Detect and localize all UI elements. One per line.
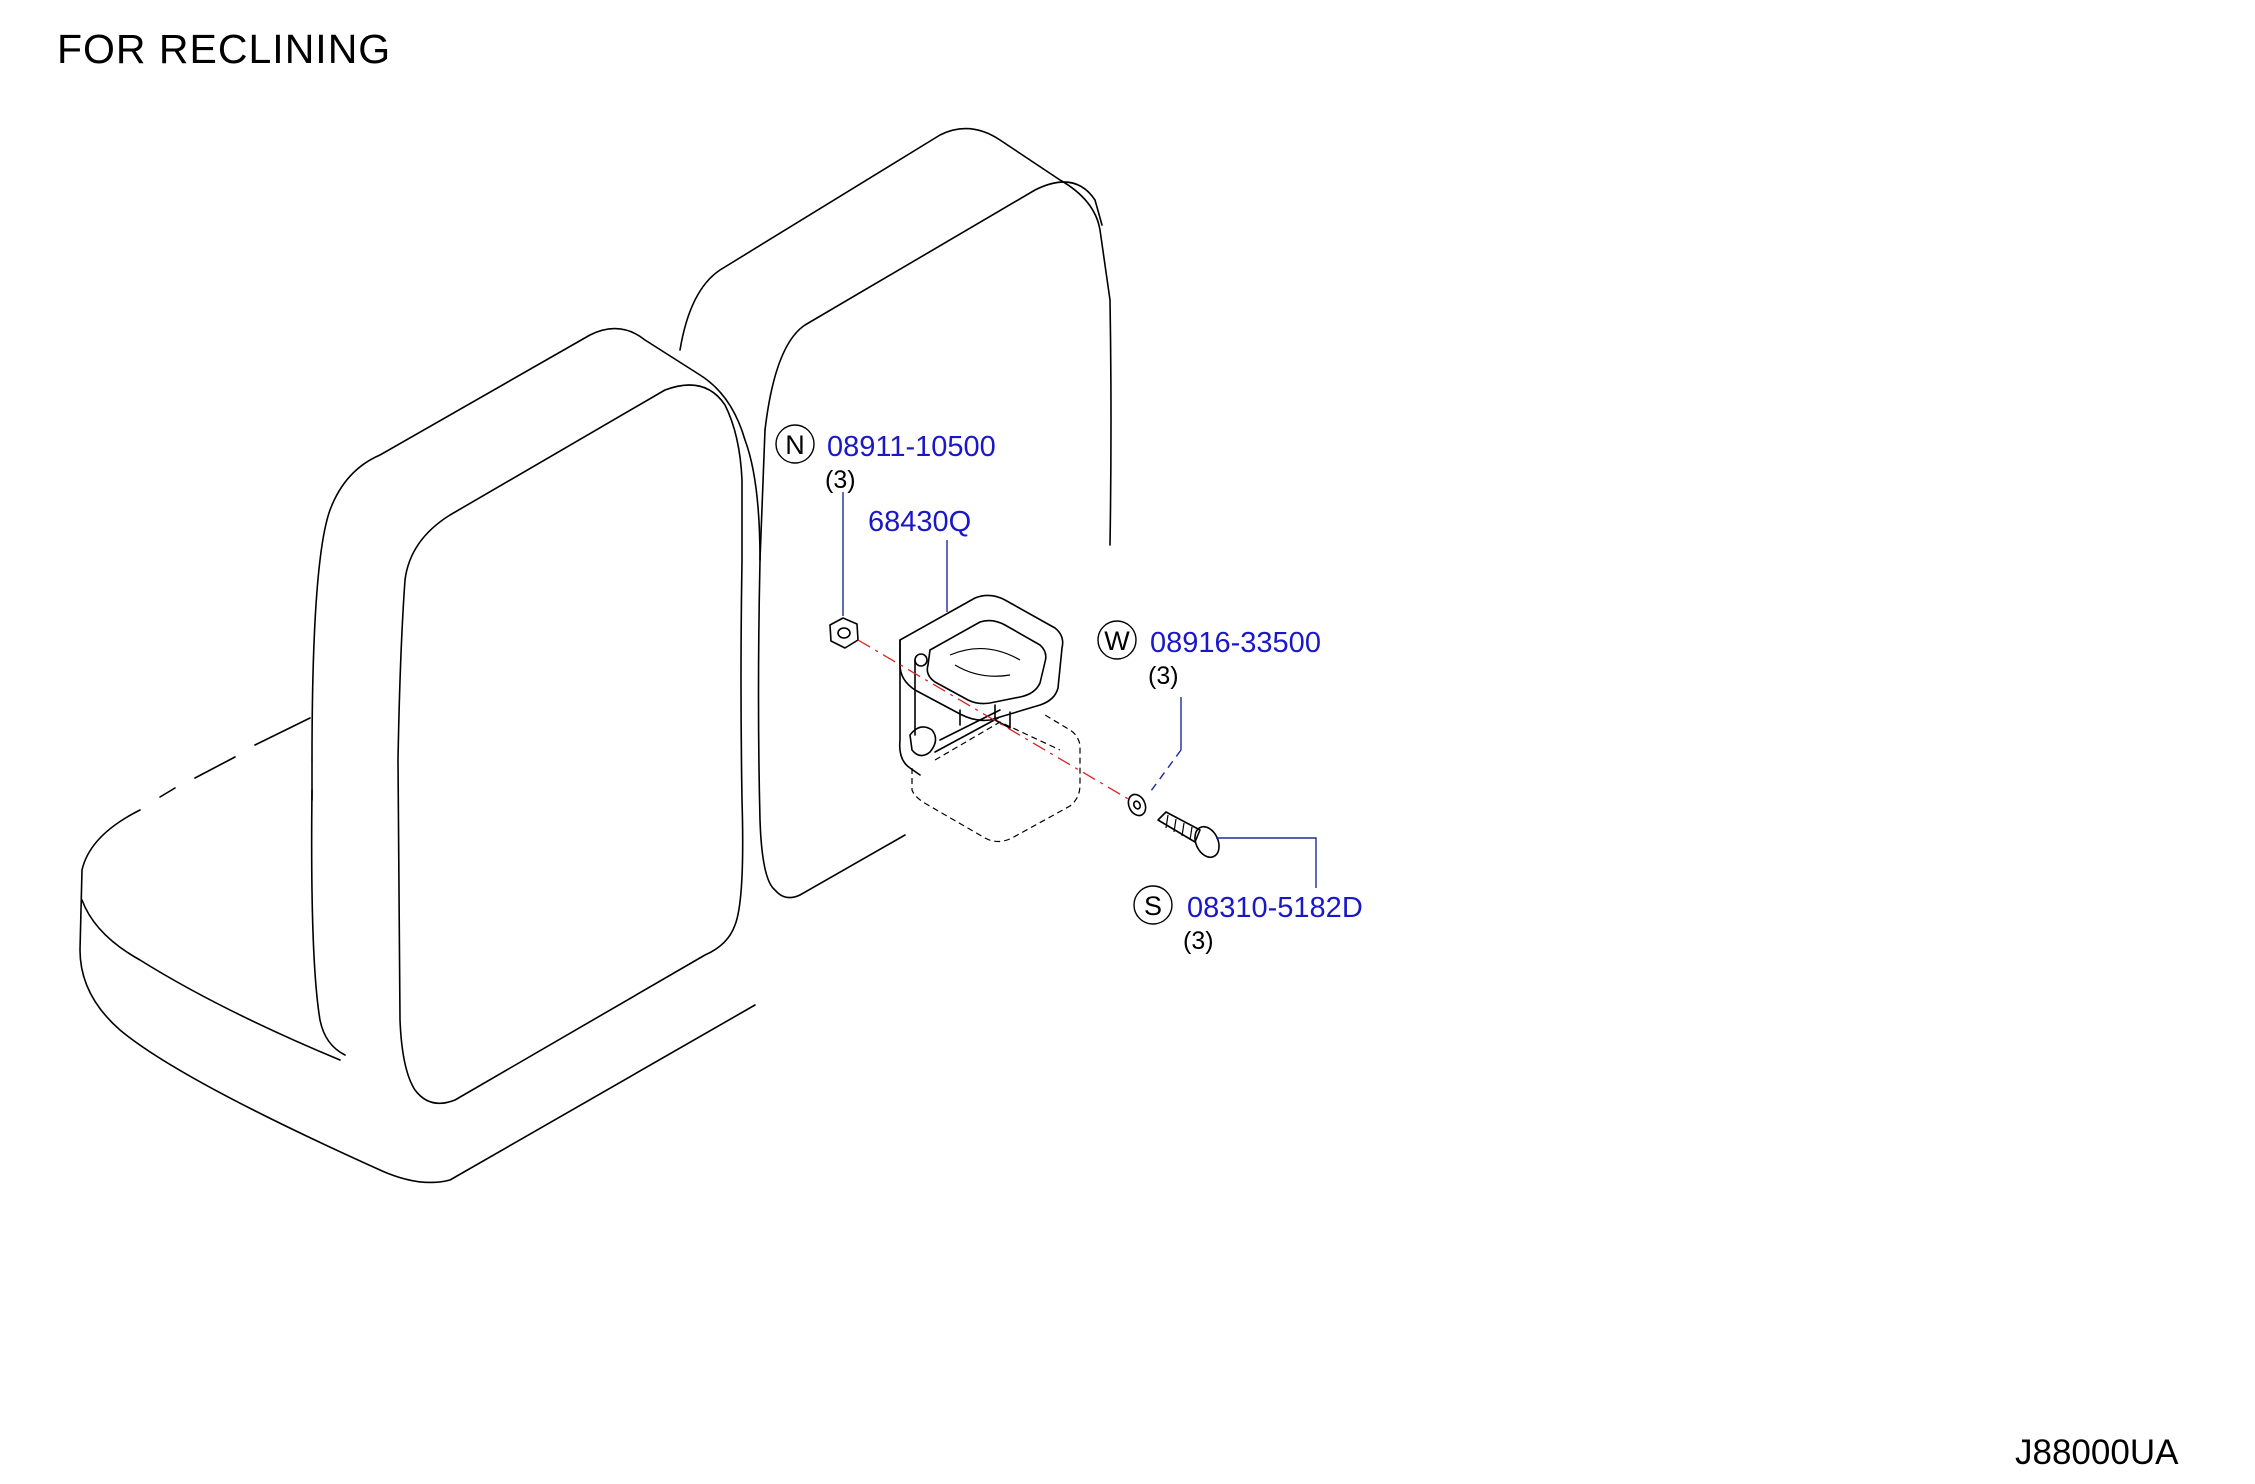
holder-arm2: [934, 717, 999, 753]
holder-tray-inner: [934, 721, 1061, 761]
part-number-washer[interactable]: 08916-33500: [1150, 627, 1321, 659]
holder-bracket-back: [898, 639, 921, 776]
symbol-circle-s: [1133, 885, 1173, 925]
holder-tray-outline: [911, 714, 1081, 843]
cup-holder-part: [898, 594, 1081, 843]
screw-leader-line: [1216, 837, 1317, 888]
screw-part: [1157, 811, 1220, 859]
callout-holder[interactable]: 68430Q: [868, 506, 971, 538]
seat-cushion-top-dash: [194, 756, 236, 779]
holder-ring-detail2: [954, 664, 1011, 677]
symbol-letter-s: S: [1144, 891, 1162, 921]
qty-nut: (3): [825, 466, 856, 494]
seat-cushion-front-edge: [81, 899, 341, 1061]
rear-seatback-lower: [757, 429, 906, 899]
seat-cushion-top-left: [254, 717, 311, 746]
callout-nut[interactable]: N 08911-10500 (3): [775, 424, 996, 494]
nut-part: [829, 617, 859, 649]
washer-leader-dashed: [1147, 749, 1182, 796]
assembly-center-line: [857, 639, 1131, 801]
seat-cushion-front: [79, 809, 756, 1184]
seat-cushion-top-dash2: [159, 787, 176, 798]
front-seatback-outer: [311, 327, 761, 761]
holder-arm: [939, 709, 1001, 741]
part-number-nut[interactable]: 08911-10500: [827, 431, 996, 463]
symbol-letter-w: W: [1104, 626, 1130, 656]
holder-hole-top: [914, 653, 928, 667]
front-seatback-side: [310, 789, 346, 1056]
diagram-code: J88000UA: [2015, 1433, 2179, 1472]
holder-ring-outer: [899, 594, 1064, 722]
callout-screw[interactable]: S 08310-5182D (3): [1133, 885, 1363, 955]
front-seatback-face: [397, 384, 744, 1105]
symbol-circle-n: [775, 424, 815, 464]
part-number-screw[interactable]: 08310-5182D: [1187, 892, 1363, 924]
symbol-letter-n: N: [785, 430, 805, 460]
holder-ring-inner: [926, 619, 1047, 705]
washer-part: [1127, 793, 1147, 817]
diagram-title: FOR RECLINING: [57, 26, 391, 72]
rear-seatback-face: [764, 181, 1103, 431]
qty-washer: (3): [1148, 662, 1179, 690]
seat-illustration: [79, 127, 1112, 1184]
holder-hole-bottom: [909, 726, 937, 757]
qty-screw: (3): [1183, 927, 1214, 955]
holder-ring-detail: [949, 647, 1021, 661]
symbol-circle-w: [1097, 620, 1137, 660]
callout-washer[interactable]: W 08916-33500 (3): [1097, 620, 1321, 690]
rear-seatback-outer: [679, 127, 1112, 546]
part-number-holder[interactable]: 68430Q: [868, 506, 971, 538]
